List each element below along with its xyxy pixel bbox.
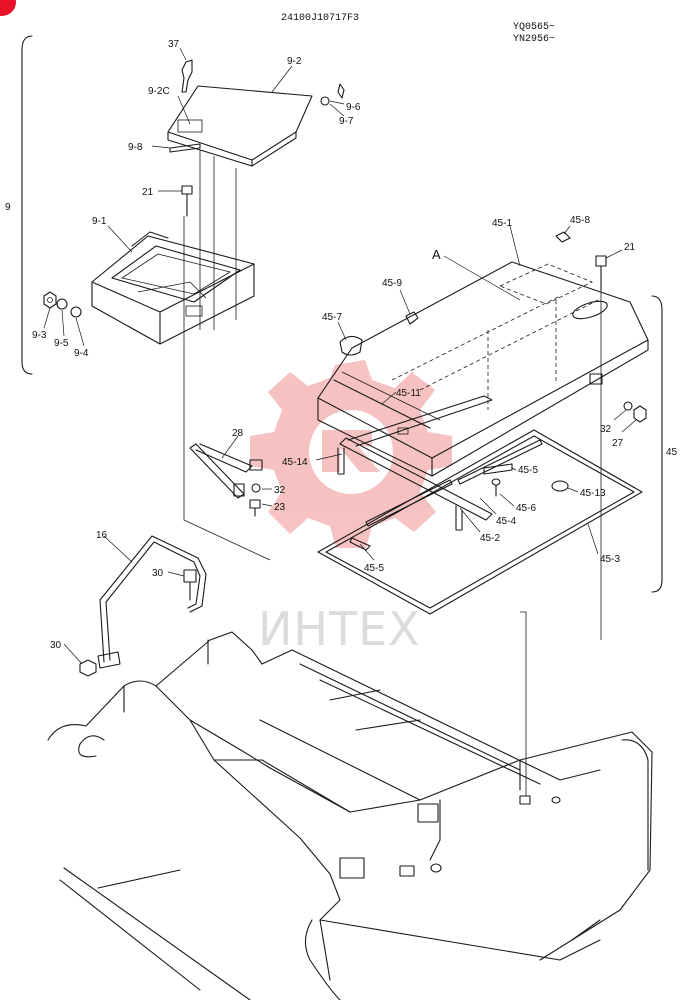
callout-9-6: 9-6: [346, 102, 361, 113]
rod-45-2: [365, 479, 453, 527]
handle-45-14: [337, 395, 493, 531]
cap-45-7: [339, 335, 363, 356]
machine-frame: [47, 631, 653, 1000]
watermark-logo: [250, 360, 452, 548]
reference-line-left: [183, 216, 271, 561]
bolt-30-lower: [79, 659, 97, 677]
battery-box: [91, 231, 255, 345]
callout-9-3: 9-3: [32, 330, 47, 341]
pipe-16: [97, 535, 207, 669]
group-label-left: 9: [5, 202, 11, 213]
clip-45-8: [555, 231, 571, 243]
callout-45-7: 45-7: [322, 312, 342, 323]
callout-45-6: 45-6: [516, 503, 536, 514]
callout-23: 23: [274, 502, 286, 513]
group-bracket-right: [651, 295, 663, 593]
callout-9-8: 9-8: [128, 142, 143, 153]
bolt-21-left: [181, 185, 193, 217]
callout-45-14: 45-14: [282, 457, 308, 468]
frame-45-3: [317, 429, 643, 615]
corner-marker: [0, 0, 16, 16]
pin-9-6: [337, 83, 345, 99]
callout-9-4: 9-4: [74, 348, 89, 359]
callout-9-5: 9-5: [54, 338, 69, 349]
callout-45-9: 45-9: [382, 278, 402, 289]
callout-32-right: 32: [600, 424, 612, 435]
bolt-23: [249, 499, 261, 517]
callout-45-13: 45-13: [580, 488, 606, 499]
callout-45-2: 45-2: [480, 533, 500, 544]
callout-labels: 37 9-2 9-2C 9-6 9-7 9-8 21 9-1 9-3 9-5 9…: [32, 39, 636, 651]
battery-box-lid: [167, 85, 313, 167]
watermark-text: ИНТЕХ: [258, 602, 421, 656]
callout-9-2: 9-2: [287, 56, 302, 67]
washer-9-4: [70, 306, 82, 318]
callout-32-left: 32: [274, 485, 286, 496]
washer-32-right: [623, 401, 633, 411]
callout-9-7: 9-7: [339, 116, 354, 127]
washer-32-left: [251, 483, 261, 493]
callout-28: 28: [232, 428, 244, 439]
main-cover: [317, 261, 649, 477]
washer-9-5: [56, 298, 68, 310]
callout-45-5-upper: 45-5: [518, 465, 538, 476]
callout-21-right: 21: [624, 242, 636, 253]
bolt-21-right: [595, 255, 607, 640]
view-label-a: A: [432, 247, 441, 262]
bracket-right: [589, 373, 603, 385]
pin-45-5-upper: [483, 463, 513, 475]
callout-30-upper: 30: [152, 568, 164, 579]
callout-45-8: 45-8: [570, 215, 590, 226]
nut-27: [633, 405, 647, 423]
plug-45-9: [405, 311, 419, 325]
callout-45-11: 45-11: [396, 388, 421, 399]
group-bracket-left: [21, 35, 33, 375]
serial-range-1: YQ0565~: [513, 22, 555, 33]
rod-45-4: [457, 439, 543, 485]
callout-9-1: 9-1: [92, 216, 107, 227]
callout-16: 16: [96, 530, 108, 541]
callout-27: 27: [612, 438, 624, 449]
leader-lines: [43, 47, 637, 665]
pin-45-5-lower: [349, 537, 371, 551]
callout-45-1: 45-1: [492, 218, 512, 229]
stay-28: [189, 443, 263, 499]
callout-37: 37: [168, 39, 180, 50]
group-label-right: 45: [666, 447, 678, 458]
drawing-number: 24100J10717F3: [281, 13, 359, 24]
clip-part-37: [181, 59, 193, 93]
callout-45-3: 45-3: [600, 554, 620, 565]
reference-line-frame: [520, 611, 527, 796]
callout-30-lower: 30: [50, 640, 62, 651]
nut-9-3: [43, 291, 57, 309]
callout-45-4: 45-4: [496, 516, 516, 527]
latch-45-13: [551, 480, 569, 492]
screw-45-6: [491, 478, 501, 497]
bolt-30-upper: [183, 569, 197, 601]
callout-21-left: 21: [142, 187, 154, 198]
serial-range-2: YN2956~: [513, 34, 555, 45]
callout-45-5-lower: 45-5: [364, 563, 384, 574]
callout-9-2c: 9-2C: [148, 86, 170, 97]
washer-9-7: [320, 96, 330, 106]
